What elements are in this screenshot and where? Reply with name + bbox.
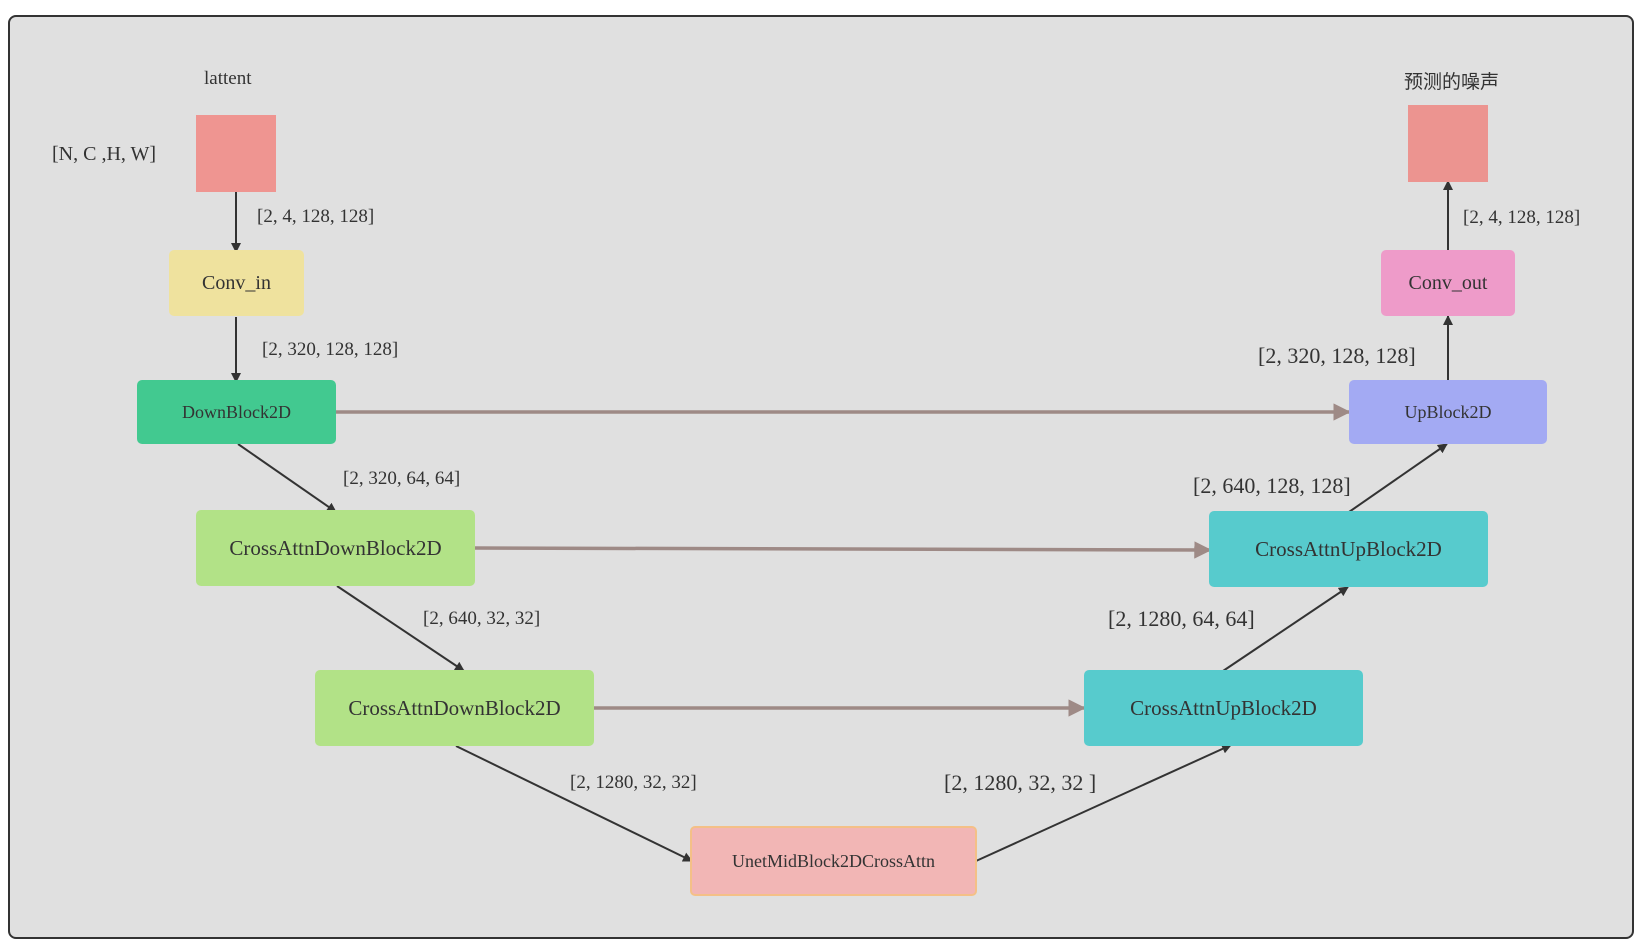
conv-out-node[interactable]: Conv_out [1381,250,1515,316]
input-title: lattent [204,68,252,89]
input-shape-label: [N, C ,H, W] [52,143,157,165]
output-title: 预测的噪声 [1404,71,1500,93]
mid-block-node[interactable]: UnetMidBlock2DCrossAttn [690,826,977,896]
up-block-node[interactable]: UpBlock2D [1349,380,1547,444]
edge-cad2-to-mid [455,745,693,862]
skip-cad1-to-cau1 [474,541,1212,559]
edge-label-latent-to-conv-in: [2, 4, 128, 128] [257,206,375,227]
edge-down-to-cad1 [237,443,337,513]
cross-attn-down-block-1-node[interactable]: CrossAttnDownBlock2D [196,510,475,586]
edge-cau1-to-up [1348,443,1448,513]
edge-label-cau2-to-cau1: [2, 1280, 64, 64] [1108,606,1255,631]
cross-attn-up-block-1-node[interactable]: CrossAttnUpBlock2D [1209,511,1488,587]
latent-input-box [196,115,276,192]
edge-label-cad1-to-cad2: [2, 640, 32, 32] [423,608,541,629]
edge-label-conv-out-to-output: [2, 4, 128, 128] [1463,207,1581,228]
edge-label-mid-to-cau2: [2, 1280, 32, 32 ] [944,770,1097,795]
edge-cad1-to-cad2 [336,585,465,672]
edge-label-cad2-to-mid: [2, 1280, 32, 32] [570,772,697,793]
edge-label-cau1-to-up: [2, 640, 128, 128] [1193,473,1351,498]
cross-attn-down-block-2-node[interactable]: CrossAttnDownBlock2D [315,670,594,746]
edge-mid-to-cau2 [975,744,1232,862]
predicted-noise-box [1408,105,1488,182]
cross-attn-up-block-2-node[interactable]: CrossAttnUpBlock2D [1084,670,1363,746]
diagram-canvas [8,15,1634,939]
down-block-node[interactable]: DownBlock2D [137,380,336,444]
edge-label-up-to-conv-out: [2, 320, 128, 128] [1258,343,1416,368]
edge-label-down-to-cad1: [2, 320, 64, 64] [343,468,461,489]
edge-label-conv-in-to-down: [2, 320, 128, 128] [262,339,399,360]
edge-cau2-to-cau1 [1222,586,1349,672]
conv-in-node[interactable]: Conv_in [169,250,304,316]
